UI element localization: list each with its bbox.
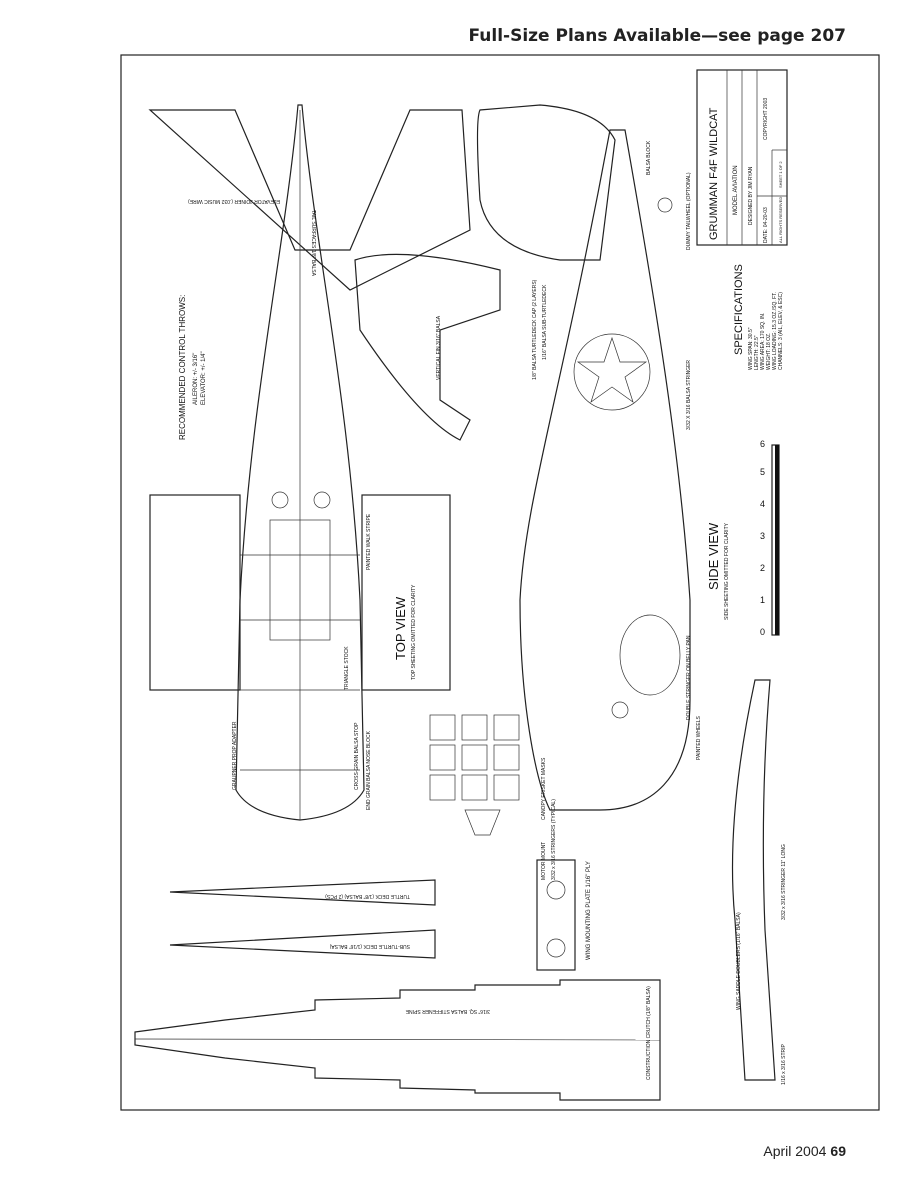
wing-mounting-plate: WING MOUNTING PLATE 1/16" PLY [536,859,592,971]
spec-line: WING AREA: 170 SQ. IN. [760,313,766,370]
specifications: SPECIFICATIONS WING SPAN: 30.5" LENGTH: … [733,264,784,370]
horizontal-tail [148,109,471,291]
top-view: TOP VIEW TOP SHEETING OMITTED FOR CLARIT… [148,104,471,821]
right-wing-stub [361,494,451,691]
label: 1/8" BALSA TURTLEDECK CAP (2 LAYERS) [532,279,538,380]
spec-line: WING LOADING: 15.3 OZ./SQ. FT. [772,292,778,370]
scale-tick: 1 [760,595,765,605]
label: GRAUPNER PROP ADAPTER [232,721,238,790]
date: DATE: 04-20-03 [763,207,769,243]
wheel-well [619,614,681,696]
plan-title: GRUMMAN F4F WILDCAT [708,107,720,240]
side-view-fuselage [519,129,691,811]
spec-line: LENGTH: 22.5" [754,335,760,370]
top-view-title: TOP VIEW [393,596,408,660]
page-number: 69 [830,1143,846,1159]
label: VERTICAL FIN 3/16" BALSA [436,315,442,380]
sheet: SHEET 1 OF 2 [778,161,783,188]
issue-date: April 2004 [763,1143,827,1159]
label: 1/16" BALSA SUB-TURTLEDECK [542,284,548,360]
spec-line: WEIGHT: 18 OZ. [766,332,772,370]
label: PAINTED WALK STRIPE [366,513,372,570]
label: 3/32 x 3/16 STRINGER 11" LONG [781,844,787,920]
label: ELEVATOR JOINER (.032 MUSIC WIRE) [188,198,280,204]
label: DOUBLE STRINGER ON BELLY PAN [686,635,692,720]
canopy-masks: CANOPY FRISKET MASKS [429,714,547,836]
tailwheel-icon [657,197,673,213]
label: PAINTED WHEELS [696,716,702,760]
turtle-decks: TURTLE DECK (1/8" BALSA) (2 PCS) SUB-TUR… [169,879,436,959]
label: WING SADDLE DOUBLERS (1/16" BALSA) [736,912,742,1010]
plans-availability-note: Full-Size Plans Available—see page 207 [468,26,847,46]
label: TURTLE DECK (1/8" BALSA) (2 PCS) [325,893,410,899]
vertical-fin: VERTICAL FIN 3/16" BALSA [354,253,501,441]
label: CONSTRUCTION CRUTCH (1/8" BALSA) [646,986,652,1080]
publisher: MODEL AVIATION [733,165,739,215]
label: 1/16 x 3/16 STRIP [781,1043,787,1085]
specifications-heading: SPECIFICATIONS [733,264,745,355]
cockpit [269,519,331,641]
scale-tick: 0 [760,627,765,637]
designer: DESIGNED BY JIM RYAN [748,166,754,225]
scale-tick: 4 [760,499,765,509]
side-view: DUMMY TAILWHEEL (OPTIONAL) BALSA BLOCK 1… [476,104,702,880]
label: END GRAIN BALSA NOSE BLOCK [366,730,372,810]
scale-bar: 0 1 2 3 4 5 6 [760,439,780,637]
label: 3/16" SQ. BALSA STIFFENER SPINE [405,1008,490,1014]
scale-tick: 3 [760,531,765,541]
title-block: GRUMMAN F4F WILDCAT MODEL AVIATION DESIG… [696,69,788,246]
rudder [476,104,616,261]
label: MOTOR MOUNT [541,842,547,880]
copyright: COPYRIGHT 2003 [763,98,769,140]
label: TRIANGLE STOCK [344,646,350,690]
label: SUB-TURTLE DECK (1/16" BALSA) [329,943,410,949]
label: CANOPY FRISKET MASKS [541,757,547,820]
side-view-note: SIDE SHEETING OMITTED FOR CLARITY [724,522,730,620]
wing-saddle-doubler: WING SADDLE DOUBLERS (1/16" BALSA) 3/32 … [731,679,787,1085]
drawing-border [120,54,880,1111]
scale-tick: 6 [760,439,765,449]
elevator-throw: ELEVATOR: +/- 1/4" [201,351,207,405]
top-view-note: TOP SHEETING OMITTED FOR CLARITY [411,584,417,680]
rights: ALL RIGHTS RESERVED [778,197,783,243]
label: BALSA BLOCK [646,140,652,175]
spec-line: CHANNELS: 3 (AIL, ELEV, & ESC) [778,292,784,370]
control-throws: RECOMMENDED CONTROL THROWS: AILERON: +/-… [178,295,207,440]
insignia-star [573,333,651,411]
label: CROSS-GRAIN BALSA STOP [354,722,360,790]
side-view-title: SIDE VIEW [706,522,721,590]
scale-tick: 5 [760,467,765,477]
label: WING MOUNTING PLATE 1/16" PLY [586,861,592,960]
label: TAIL SURFACES 1/8" BALSA [310,210,316,277]
aileron-throw: AILERON: +/- 3/16" [193,353,199,405]
scale-tick: 2 [760,563,765,573]
spec-line: WING SPAN: 30.5" [748,327,754,370]
label: 3/32 X 3/16 BALSA STRINGER [686,360,692,430]
control-throws-heading: RECOMMENDED CONTROL THROWS: [178,295,187,440]
label: DUMMY TAILWHEEL (OPTIONAL) [686,172,692,250]
construction-crutch: CONSTRUCTION CRUTCH (1/8" BALSA) 3/16" S… [134,979,661,1101]
left-wing-stub [149,494,241,691]
label: 3/32 x 3/16 STRINGERS (TYPICAL) [551,799,557,880]
